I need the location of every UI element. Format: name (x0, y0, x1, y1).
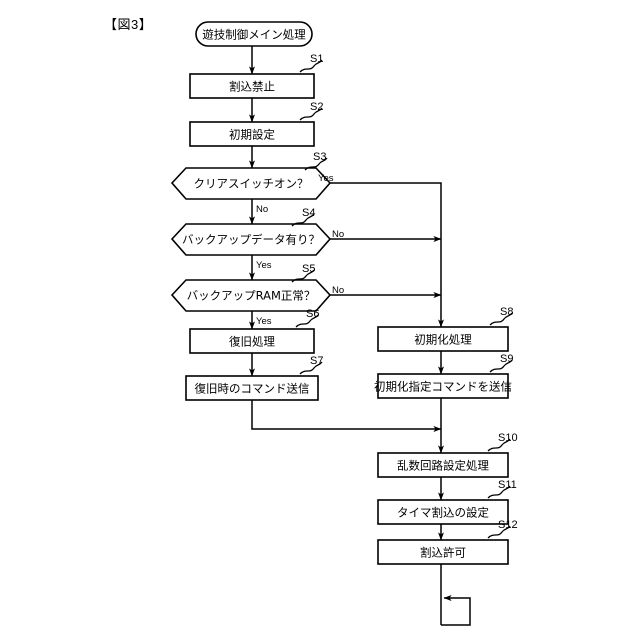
ref-s1: S1 (310, 53, 323, 65)
leader-s2 (299, 107, 323, 121)
node-s10: 乱数回路設定処理 S10 (377, 432, 518, 478)
ref-s9: S9 (500, 353, 513, 365)
ref-s12: S12 (498, 519, 518, 531)
leader-s12 (487, 525, 511, 539)
node-s4: バックアップデータ有り？ S4 No Yes (170, 207, 344, 271)
leader-s11 (487, 485, 511, 499)
connectors (249, 46, 471, 626)
node-start-label: 遊技制御メイン処理 (202, 28, 306, 42)
branch-s5-yes: Yes (256, 316, 272, 327)
leader-s3 (304, 157, 328, 171)
branch-s4-yes: Yes (256, 260, 272, 271)
node-s7-label: 復旧時のコマンド送信 (195, 382, 310, 396)
node-s3-label: クリアスイッチオン？ (194, 177, 309, 191)
leader-s5 (291, 269, 315, 283)
node-s8: 初期化処理 S8 (377, 306, 513, 352)
node-s8-label: 初期化処理 (414, 333, 472, 347)
branch-s5-no: No (332, 285, 344, 296)
node-s6: 復旧処理 S6 (189, 308, 319, 354)
branch-s3-yes: Yes (318, 173, 334, 184)
leader-s8 (489, 312, 513, 326)
node-s5-label: バックアップRAM正常？ (187, 289, 316, 303)
edge-self-loop (441, 595, 471, 626)
edge-s3-yes-to-right-rail (318, 182, 444, 328)
node-s12-label: 割込許可 (420, 546, 466, 560)
node-s1: 割込禁止 S1 (189, 53, 323, 99)
leader-s7 (299, 361, 323, 375)
node-s6-label: 復旧処理 (229, 335, 275, 349)
ref-s3: S3 (313, 151, 326, 163)
ref-s7: S7 (310, 355, 323, 367)
ref-s4: S4 (302, 207, 315, 219)
node-s2-label: 初期設定 (229, 128, 275, 142)
ref-s10: S10 (498, 432, 518, 444)
leader-s10 (487, 438, 511, 452)
leader-s1 (299, 59, 323, 73)
node-s1-label: 割込禁止 (229, 80, 275, 94)
leader-s4 (291, 213, 315, 227)
node-s3: クリアスイッチオン？ S3 Yes No (170, 151, 334, 215)
node-s11-label: タイマ割込の設定 (397, 506, 489, 520)
node-s11: タイマ割込の設定 S11 (377, 479, 517, 525)
figure-number-label: 【図3】 (104, 17, 153, 32)
ref-s8: S8 (500, 306, 513, 318)
node-s9-label: 初期化指定コマンドを送信 (374, 380, 512, 394)
node-s9: 初期化指定コマンドを送信 S9 (374, 353, 513, 399)
node-s2: 初期設定 S2 (189, 101, 323, 147)
node-start: 遊技制御メイン処理 (195, 21, 313, 47)
node-s4-label: バックアップデータ有り？ (182, 233, 320, 247)
leader-s9 (489, 359, 513, 373)
ref-s2: S2 (310, 101, 323, 113)
node-s10-label: 乱数回路設定処理 (397, 459, 489, 473)
ref-s5: S5 (302, 263, 315, 275)
branch-s3-no: No (256, 204, 268, 215)
edge-s7-to-merge (251, 400, 442, 432)
ref-s6: S6 (306, 308, 319, 320)
node-s5: バックアップRAM正常？ S5 No Yes (170, 263, 344, 327)
leader-s6 (295, 314, 319, 328)
ref-s11: S11 (498, 479, 517, 491)
node-s12: 割込許可 S12 (377, 519, 518, 565)
node-s7: 復旧時のコマンド送信 S7 (185, 355, 323, 401)
branch-s4-no: No (332, 229, 344, 240)
